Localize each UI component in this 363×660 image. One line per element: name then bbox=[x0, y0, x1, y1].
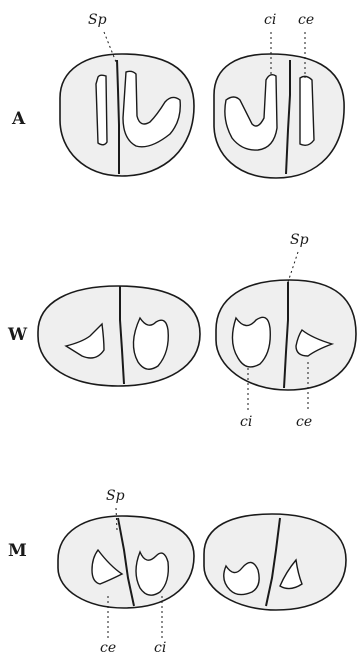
cavity-m-left-inner bbox=[135, 550, 170, 596]
cavity-m-right-inner bbox=[223, 561, 260, 596]
septum-m-right bbox=[265, 517, 281, 607]
label-sp-m: Sp bbox=[106, 488, 125, 504]
cavity-a-right-inner bbox=[224, 73, 278, 151]
section-a-right bbox=[213, 53, 345, 179]
label-ci-a: ci bbox=[264, 12, 276, 28]
cavity-w-left-inner bbox=[132, 316, 169, 370]
row-letter-a: A bbox=[11, 109, 26, 129]
row-letter-w: W bbox=[7, 325, 28, 345]
cavity-m-right-outer bbox=[279, 558, 303, 590]
section-a-left bbox=[59, 53, 195, 177]
cavity-w-right-inner bbox=[231, 316, 271, 368]
label-ci-w: ci bbox=[240, 414, 252, 430]
cavity-a-left-outer bbox=[95, 74, 108, 146]
section-w-right bbox=[215, 279, 357, 391]
septum-a-right bbox=[285, 60, 291, 175]
septum-w-left bbox=[119, 286, 125, 385]
septum-w-right bbox=[283, 282, 289, 389]
label-ce-a: ce bbox=[298, 12, 314, 28]
label-sp-w: Sp bbox=[290, 232, 309, 248]
cavity-a-right-outer bbox=[299, 75, 315, 147]
septum-a-left bbox=[116, 59, 120, 174]
section-m-left bbox=[57, 515, 195, 609]
septum-m-left bbox=[117, 517, 135, 607]
label-ce-m: ce bbox=[100, 640, 116, 656]
section-m-right bbox=[203, 513, 347, 611]
label-ci-m: ci bbox=[154, 640, 166, 656]
cavity-w-left-outer bbox=[64, 322, 105, 359]
label-ce-w: ce bbox=[296, 414, 312, 430]
cavity-a-left-inner bbox=[122, 70, 181, 148]
section-w-left bbox=[37, 285, 201, 387]
cavity-m-left-outer bbox=[91, 548, 124, 585]
row-letter-m: M bbox=[8, 541, 27, 561]
cavity-w-right-outer bbox=[295, 328, 335, 357]
label-sp-a: Sp bbox=[88, 12, 107, 28]
